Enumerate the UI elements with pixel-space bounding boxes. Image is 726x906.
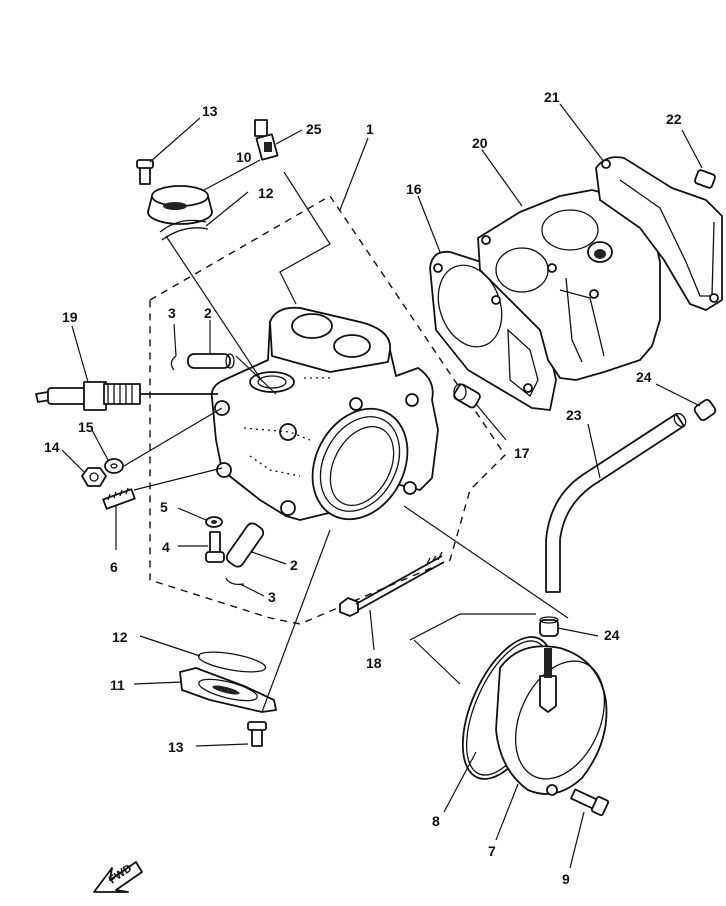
callout-14: 14: [44, 439, 60, 455]
callout-13-bottom: 13: [168, 739, 184, 755]
callout-24-bottom: 24: [604, 627, 620, 643]
callout-15: 15: [78, 419, 94, 435]
dowel-2-bottom: [225, 522, 265, 568]
dowel-22: [694, 169, 716, 189]
ring-3-top: [170, 355, 177, 371]
callout-22: 22: [666, 111, 682, 127]
callout-25: 25: [306, 121, 322, 137]
cylinder-head-group-outline: [149, 195, 506, 625]
washer-15: [104, 458, 124, 474]
hose-23: [545, 412, 687, 593]
callout-8: 8: [432, 813, 440, 829]
callout-19: 19: [62, 309, 78, 325]
callout-18: 18: [366, 655, 382, 671]
bolt-13-top: [136, 159, 154, 185]
dowel-17: [453, 383, 481, 409]
washer-5: [205, 516, 223, 528]
callout-3-top: 3: [168, 305, 176, 321]
bolt-4: [205, 531, 225, 563]
callout-6: 6: [110, 559, 118, 575]
callout-24-top: 24: [636, 369, 652, 385]
callout-20: 20: [472, 135, 488, 151]
cover-7: [495, 645, 608, 796]
callout-4: 4: [162, 539, 170, 555]
callout-9: 9: [562, 871, 570, 887]
stud-6: [102, 467, 223, 510]
ring-3-bottom: [225, 577, 245, 586]
bolt-9: [570, 788, 610, 817]
callout-12-bottom: 12: [112, 629, 128, 645]
callout-16: 16: [406, 181, 422, 197]
callout-5: 5: [160, 499, 168, 515]
dowel-2-top: [187, 353, 235, 369]
callout-7: 7: [488, 843, 496, 859]
spark-plug-25: [254, 119, 279, 161]
callout-13-top: 13: [202, 103, 218, 119]
spark-plug-19: [35, 381, 218, 411]
callout-21: 21: [544, 89, 560, 105]
callout-23: 23: [566, 407, 582, 423]
nut-14: [81, 467, 107, 487]
cylinder-head-1: [210, 306, 439, 521]
cylinder-20: [477, 189, 661, 381]
callout-3-bottom: 3: [268, 589, 276, 605]
clamp-24-top: [693, 398, 717, 422]
callout-10: 10: [236, 149, 252, 165]
clamp-24-bottom: [539, 616, 559, 637]
fwd-arrow: FWD: [93, 861, 143, 893]
bolt-13-bottom: [247, 721, 267, 747]
callout-11: 11: [110, 677, 125, 693]
gasket-12-top: [159, 219, 209, 241]
callout-2-top: 2: [204, 305, 212, 321]
callout-2-bottom: 2: [290, 557, 298, 573]
callout-17: 17: [514, 445, 530, 461]
callout-12-top: 12: [258, 185, 274, 201]
cap-11: [179, 667, 277, 713]
callout-1: 1: [366, 121, 374, 137]
gasket-21: [595, 156, 723, 311]
bolt-18: [339, 551, 445, 617]
cap-10: [147, 185, 213, 225]
